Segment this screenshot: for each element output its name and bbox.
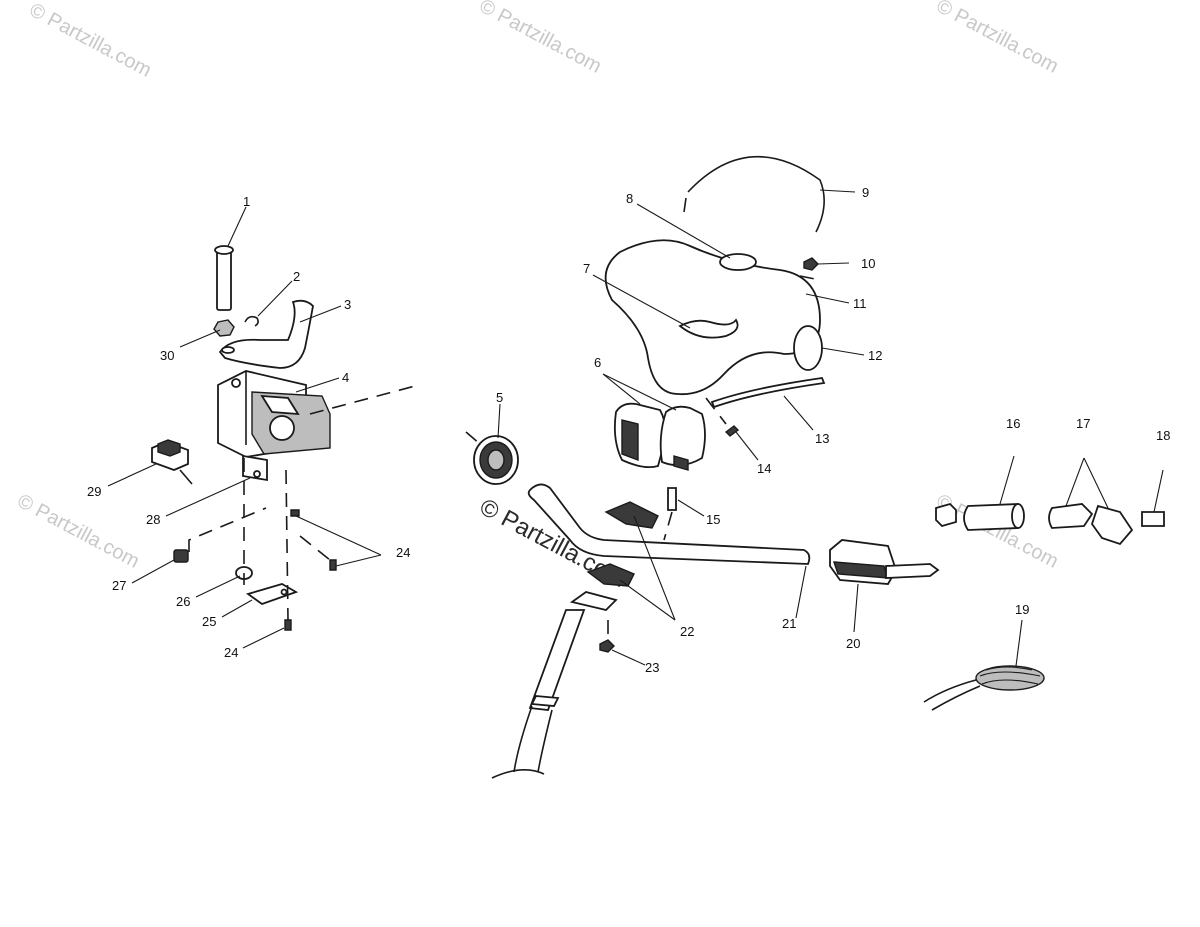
callout-12: 12 — [868, 348, 882, 363]
callout-24-upper: 24 — [396, 545, 410, 560]
assembly-line-center-c — [465, 431, 481, 445]
clamp-parts-22 — [586, 501, 659, 587]
assembly-line-left-d — [188, 507, 267, 552]
connector-part-27 — [173, 549, 189, 563]
bracket-part-28 — [242, 454, 268, 482]
callout-14: 14 — [757, 461, 771, 476]
callout-labels: 1 2 3 30 4 5 6 7 8 9 10 11 12 13 14 15 1… — [87, 185, 1170, 675]
handlebar-part-21 — [527, 483, 811, 565]
callout-23: 23 — [645, 660, 659, 675]
callout-10: 10 — [861, 256, 875, 271]
callout-15: 15 — [706, 512, 720, 527]
callout-21: 21 — [782, 616, 796, 631]
callout-24-lower: 24 — [224, 645, 238, 660]
nut-part-23 — [599, 639, 615, 653]
callout-4: 4 — [342, 370, 349, 385]
callout-29: 29 — [87, 484, 101, 499]
cable-part-9-dash — [683, 197, 687, 213]
coil-part-19 — [923, 665, 1045, 711]
assembly-line-center-a — [799, 275, 821, 281]
watermark-mid-left: © Partzilla.com — [14, 490, 143, 573]
callout-28: 28 — [146, 512, 160, 527]
callout-8: 8 — [626, 191, 633, 206]
switch-part-29 — [151, 439, 193, 485]
handlebar-assembly — [465, 155, 940, 779]
callout-11: 11 — [853, 296, 867, 311]
bolt-part — [214, 245, 234, 311]
callout-27: 27 — [112, 578, 126, 593]
screw-parts-24 — [284, 509, 337, 631]
callout-9: 9 — [862, 185, 869, 200]
callout-17: 17 — [1076, 416, 1090, 431]
throttle-lever-part — [218, 299, 314, 369]
bolt-part-15 — [667, 487, 677, 511]
watermark-top-right: © Partzilla.com — [933, 0, 1062, 78]
callout-7: 7 — [583, 261, 590, 276]
watermark-mid-right: © Partzilla.com — [933, 490, 1062, 573]
right-assembly — [923, 502, 1165, 711]
assembly-line-left-c — [309, 385, 416, 415]
plate-part-25 — [245, 583, 299, 606]
cap-part — [935, 502, 957, 528]
throttle-housing-part — [217, 370, 331, 458]
assembly-line-center-b — [705, 397, 727, 425]
callout-22: 22 — [680, 624, 694, 639]
switch-housing-part-20 — [829, 539, 940, 585]
assembly-line-center-d — [663, 511, 673, 541]
pad-logo-part-7 — [678, 318, 739, 339]
callout-26: 26 — [176, 594, 190, 609]
callout-1: 1 — [243, 194, 250, 209]
cable-part-9 — [687, 155, 825, 233]
watermark-top-left: © Partzilla.com — [26, 0, 155, 82]
nut-part-30 — [213, 319, 235, 337]
steering-column-part — [491, 591, 618, 779]
grip-end-part-5 — [473, 435, 519, 485]
assembly-line-left-e — [299, 535, 331, 561]
callout-19: 19 — [1015, 602, 1029, 617]
callout-25: 25 — [202, 614, 216, 629]
callout-6: 6 — [594, 355, 601, 370]
leader-lines — [107, 189, 1164, 667]
grip-part-16 — [963, 503, 1025, 531]
pad-emblem-part-8 — [719, 253, 757, 271]
watermark-top-center: © Partzilla.com — [476, 0, 605, 78]
screw-part-14 — [724, 425, 740, 437]
callout-16: 16 — [1006, 416, 1020, 431]
assembly-line-left-b — [285, 469, 289, 621]
callout-20: 20 — [846, 636, 860, 651]
callout-3: 3 — [344, 297, 351, 312]
callout-2: 2 — [293, 269, 300, 284]
callout-5: 5 — [496, 390, 503, 405]
callout-18: 18 — [1156, 428, 1170, 443]
callout-13: 13 — [815, 431, 829, 446]
strip-part-13 — [710, 377, 826, 409]
lever-parts-17 — [1048, 503, 1134, 546]
handlebar-pad-part — [604, 239, 823, 396]
left-assembly — [151, 245, 416, 631]
bolt-part-18 — [1141, 511, 1165, 527]
clip-part-2 — [244, 315, 259, 327]
nut-part-10 — [803, 257, 819, 271]
callout-30: 30 — [160, 348, 174, 363]
clamp-parts-6 — [613, 402, 706, 471]
